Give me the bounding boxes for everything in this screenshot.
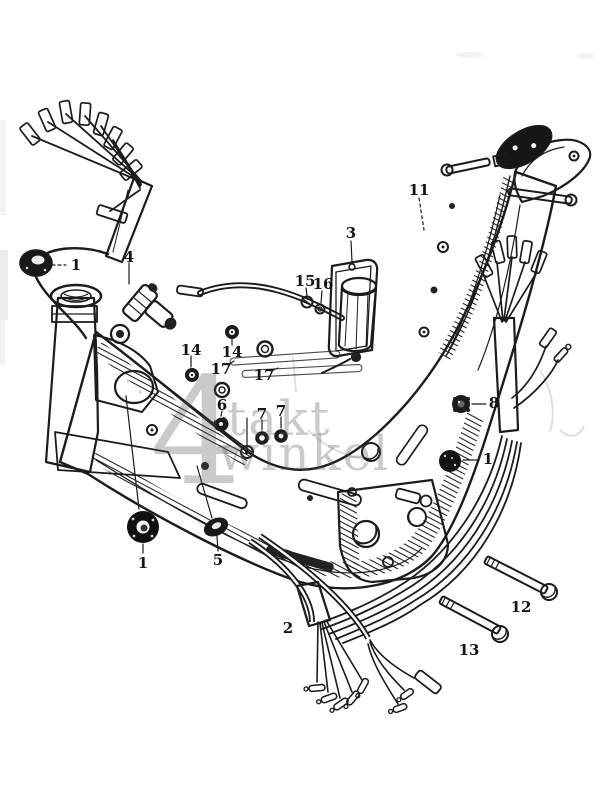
- grommet-1-top-left: [19, 249, 53, 277]
- nut-14-a: [225, 325, 239, 339]
- frame-body: [58, 170, 558, 590]
- callout-part-6: 6: [217, 396, 227, 414]
- callout-part-7: 7: [276, 402, 286, 420]
- rear-frame-tail: [440, 124, 592, 207]
- coil-washer-16: [314, 303, 326, 315]
- callout-part-14: 14: [181, 341, 202, 359]
- bolt-12: [483, 555, 558, 601]
- nut-7-right: [274, 429, 288, 443]
- capnut-6: [213, 415, 229, 432]
- wire-harness-top-left: [19, 99, 154, 340]
- leader-lines: [51, 197, 487, 554]
- callout-part-2: 2: [283, 619, 293, 637]
- callout-part-4: 4: [124, 248, 134, 266]
- scan-artifacts: [0, 52, 595, 365]
- seat-stud-left: [440, 157, 491, 177]
- callout-part-1: 1: [71, 256, 81, 274]
- nut-7-left: [255, 431, 269, 445]
- callout-part-15: 15: [295, 272, 316, 290]
- nut-14-c: [185, 368, 199, 382]
- watermark-logo-fragments: [292, 355, 585, 460]
- callout-part-7: 7: [257, 405, 267, 423]
- ignition-coil: [300, 258, 379, 374]
- grommet-1-right: [439, 450, 461, 472]
- seat-stud-right: [507, 187, 578, 207]
- bolt-13: [438, 595, 509, 643]
- seat-bracket: [495, 124, 553, 170]
- washer-17-d: [213, 381, 231, 399]
- fastener-cluster: [185, 325, 363, 445]
- callout-part-17: 17: [211, 360, 232, 378]
- callout-part-3: 3: [346, 224, 356, 242]
- callout-part-11: 11: [409, 181, 430, 199]
- callout-part-8: 8: [489, 394, 499, 412]
- spark-plug-wire: [176, 282, 345, 321]
- callout-part-13: 13: [459, 641, 480, 659]
- callout-part-16: 16: [313, 275, 334, 293]
- grommet-8: [452, 395, 470, 413]
- steering-head-tube: [44, 283, 181, 479]
- callout-part-17: 17: [254, 366, 275, 384]
- rubber-5: [203, 517, 229, 537]
- callout-part-5: 5: [213, 551, 223, 569]
- callout-part-14: 14: [222, 343, 243, 361]
- callout-part-1: 1: [483, 450, 493, 468]
- callout-part-1: 1: [138, 554, 148, 572]
- spark-plug-cap: [122, 283, 177, 330]
- engine-hanger-bracket: [336, 478, 450, 584]
- grommet-1-bottom-left: [127, 511, 159, 543]
- callout-part-12: 12: [511, 598, 532, 616]
- wire-harness-bottom: [248, 533, 442, 715]
- washer-14-b: [256, 340, 274, 358]
- wire-harness-right: [315, 235, 572, 644]
